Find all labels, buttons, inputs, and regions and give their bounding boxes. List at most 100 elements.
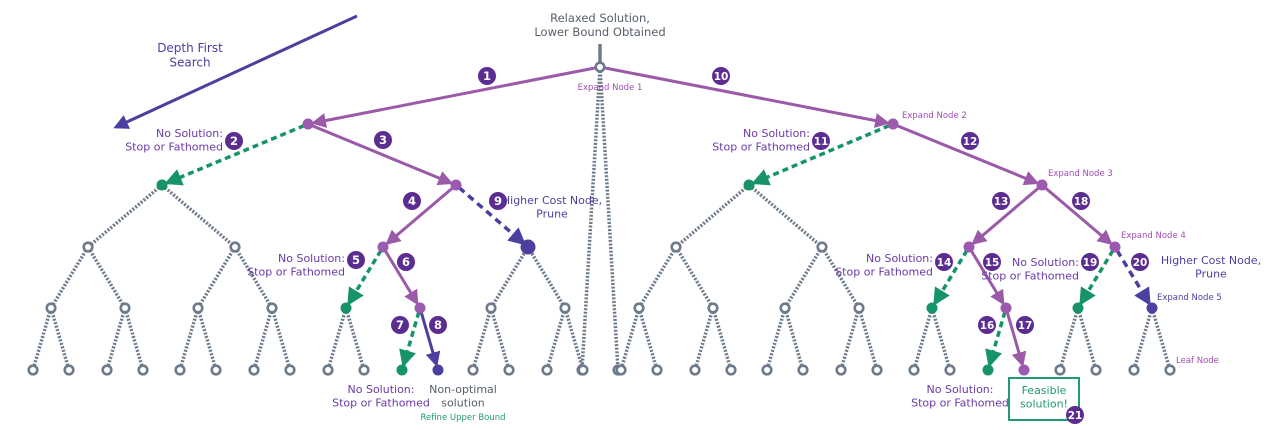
tree-node-a1100: [467, 364, 479, 376]
edge-b0011: [712, 311, 732, 366]
step-number: 19: [1083, 257, 1098, 269]
tree-node-b010: [779, 302, 791, 314]
edge-a0010: [106, 311, 126, 366]
tree-node-b01: [816, 241, 828, 253]
tree-node-b0001: [651, 364, 663, 376]
step-badge-circle: [391, 316, 409, 334]
no-solution-label-5: No Solution:Stop or Fathomed: [247, 252, 345, 278]
edge-a111: [528, 249, 564, 305]
dfs-arrow: [113, 14, 358, 129]
root-annotation: Relaxed Solution,Lower Bound Obtained: [534, 11, 665, 39]
step-badge-7: 7: [391, 316, 409, 334]
tree-node-b0011: [725, 364, 737, 376]
tree-node-a0010: [101, 364, 113, 376]
step-badge-3: 3: [374, 131, 392, 149]
edge-a1100: [472, 311, 492, 366]
step-number: 21: [1068, 410, 1083, 422]
tree-node-a101: [414, 302, 426, 314]
edge-a001: [88, 249, 124, 305]
no-solution-label-2: No Solution:Stop or Fathomed: [125, 127, 223, 153]
tree-node-root: [594, 61, 606, 73]
refine-upper-bound-label: Refine Upper Bound: [420, 413, 505, 423]
step-badge-circle: [812, 132, 830, 150]
step-number: 20: [1133, 257, 1148, 269]
expand-node-5-label: Expand Node 5: [1157, 293, 1222, 303]
edge-b: [603, 66, 891, 128]
feasible-solution-box: [1008, 377, 1080, 421]
edge-b1011: [1005, 311, 1027, 368]
tree-node-b0100: [761, 364, 773, 376]
tree-node-b0010: [689, 364, 701, 376]
step-badge-13: 13: [992, 192, 1010, 210]
tree-node-b1000: [908, 364, 920, 376]
step-number: 15: [985, 257, 1000, 269]
step-number: 11: [814, 136, 829, 148]
step-number: 2: [230, 134, 238, 148]
step-badge-circle: [489, 192, 507, 210]
step-badge-14: 14: [935, 253, 953, 271]
edge-b101: [969, 249, 1005, 306]
step-number: 12: [963, 136, 978, 148]
tree-node-a1011: [432, 364, 444, 376]
edge-a: [310, 66, 597, 128]
tree-node-b100: [926, 302, 938, 314]
tree-node-b1010: [982, 364, 994, 376]
tree-node-a010: [192, 302, 204, 314]
step-badge-circle: [1016, 316, 1034, 334]
edge-b01: [750, 186, 820, 246]
tree-node-b111: [1146, 302, 1158, 314]
step-badge-circle: [1131, 253, 1149, 271]
no-solution-label-19: No Solution:Stop or Fathomed: [981, 256, 1079, 282]
step-badge-17: 17: [1016, 316, 1034, 334]
step-badge-circle: [225, 132, 243, 150]
edge-a10: [385, 186, 454, 246]
edge-b1101: [1077, 311, 1097, 366]
edge-b1: [896, 124, 1040, 186]
step-number: 4: [408, 194, 416, 208]
step-number: 18: [1074, 196, 1089, 208]
step-badge-10: 10: [712, 67, 730, 85]
edge-b000: [640, 249, 676, 305]
tree-node-a0100: [174, 364, 186, 376]
tree-node-b1: [1036, 179, 1048, 191]
no-solution-label-11: No Solution:Stop or Fathomed: [712, 127, 810, 153]
edge-a0: [164, 123, 305, 186]
tree-node-a0101: [210, 364, 222, 376]
tree-node-b001: [707, 302, 719, 314]
edge-b0110: [840, 311, 860, 366]
tree-node-b1101: [1090, 364, 1102, 376]
edge-b00: [678, 186, 748, 246]
step-badge-2: 2: [225, 132, 243, 150]
step-number: 7: [396, 318, 404, 332]
step-number: 14: [937, 257, 952, 269]
tree-node-a01: [229, 241, 241, 253]
no-solution-label-16: No Solution:Stop or Fathomed: [911, 383, 1009, 409]
step-badge-circle: [397, 253, 415, 271]
step-badge-11: 11: [812, 132, 830, 150]
step-badge-circle: [429, 316, 447, 334]
tree-node-a1101: [503, 364, 515, 376]
expand-node-3-label: Expand Node 3: [1048, 169, 1113, 179]
edge-a011: [235, 249, 271, 305]
tree-node-a0110: [248, 364, 260, 376]
tree-node-b1001: [944, 364, 956, 376]
tree-node-b00: [670, 241, 682, 253]
tree-node-a110: [485, 302, 497, 314]
prune-label-9: Higher Cost Node,Prune: [502, 194, 602, 220]
step-badge-circle: [935, 253, 953, 271]
tree-node-b1111: [1164, 364, 1176, 376]
step-badge-circle: [992, 192, 1010, 210]
leaf-node-label: Leaf Node: [1176, 356, 1219, 366]
tree-node-b0000: [615, 364, 627, 376]
tree-node-a1001: [358, 364, 370, 376]
no-solution-label-14: No Solution:Stop or Fathomed: [835, 252, 933, 278]
tree-node-a10: [377, 241, 389, 253]
edge-b1100: [1059, 311, 1079, 366]
expand-node-1-label: Expand Node 1: [578, 83, 643, 93]
tree-node-a0000: [27, 364, 39, 376]
edge-root0: [580, 70, 602, 366]
step-badge-21: 21: [1066, 406, 1084, 424]
